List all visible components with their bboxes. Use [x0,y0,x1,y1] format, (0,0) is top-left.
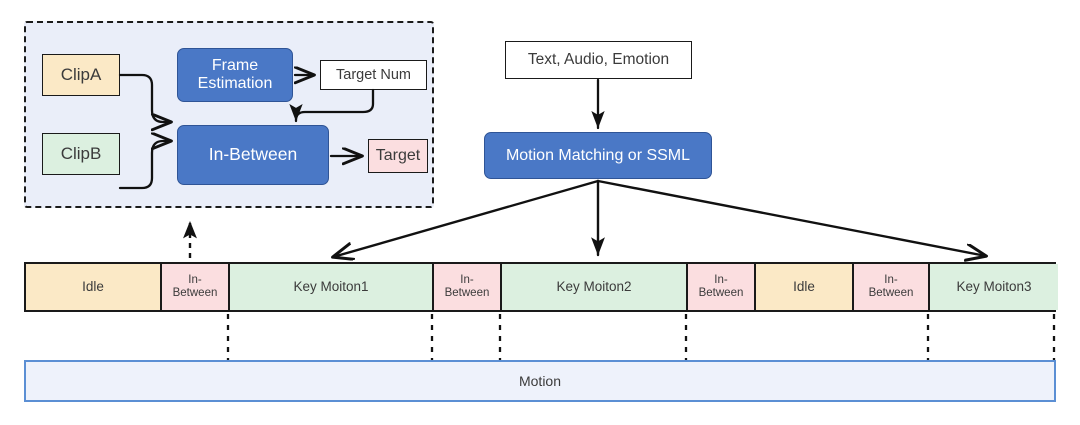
node-in-between: In-Between [177,125,329,185]
timeline-segment-idle: Idle [26,264,162,310]
timeline-segment-between: In- Between [688,264,756,310]
node-target: Target [368,139,428,173]
timeline-segment-idle: Idle [756,264,854,310]
timeline-segment-key: Key Moiton2 [502,264,688,310]
motion-summary-label: Motion [518,373,562,389]
motion-summary-bar: Motion [24,360,1056,402]
node-frame-estimation: Frame Estimation [177,48,293,102]
timeline-segment-between: In- Between [434,264,502,310]
timeline-segment-between: In- Between [162,264,230,310]
timeline-segment-key: Key Moiton3 [930,264,1058,310]
node-clip-b: ClipB [42,133,120,175]
timeline-segment-key: Key Moiton1 [230,264,434,310]
node-clip-a: ClipA [42,54,120,96]
node-input-modalities: Text, Audio, Emotion [505,41,692,79]
timeline-segment-between: In- Between [854,264,930,310]
node-motion-engine: Motion Matching or SSML [484,132,712,179]
node-target-num: Target Num [320,60,427,90]
